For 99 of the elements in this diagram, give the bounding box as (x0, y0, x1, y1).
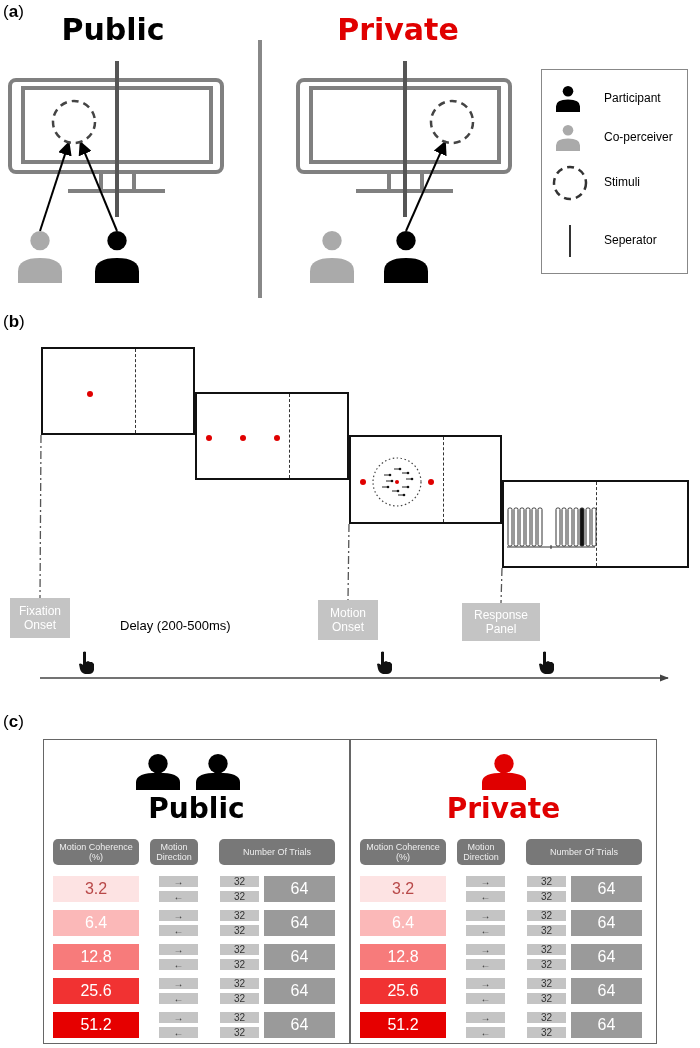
trial-count-cell: 32 (220, 993, 259, 1004)
coherence-cell: 51.2 (360, 1012, 446, 1038)
coherence-cell: 25.6 (360, 978, 446, 1004)
person-figure (310, 231, 354, 283)
direction-cell: ← (159, 1027, 198, 1038)
coherence-cell: 12.8 (360, 944, 446, 970)
direction-cell: ← (466, 993, 505, 1004)
trial-count-cell: 32 (220, 1012, 259, 1023)
panel-heading: Public (147, 792, 246, 825)
trial-count-cell: 32 (220, 944, 259, 955)
direction-cell: ← (159, 993, 198, 1004)
column-header: Motion Direction (457, 839, 505, 865)
total-trials-cell: 64 (264, 944, 335, 970)
delay-text: Delay (200-500ms) (120, 618, 231, 634)
legend-text: Co-perceiver (604, 130, 673, 144)
coherence-cell: 6.4 (53, 910, 139, 936)
direction-cell: → (466, 910, 505, 921)
dashed-circle (51, 99, 97, 145)
event-label: Motion Onset (318, 600, 378, 640)
person-figure (384, 231, 428, 283)
dashed-circle (429, 99, 475, 145)
condition-title: Public (60, 12, 166, 47)
trial-count-cell: 32 (220, 1027, 259, 1038)
coherence-cell: 3.2 (53, 876, 139, 902)
screen-frame (349, 435, 502, 524)
person-figure (18, 231, 62, 283)
total-trials-cell: 64 (571, 944, 642, 970)
leader-line (347, 523, 350, 601)
legend-text: Stimuli (604, 175, 640, 189)
panel-label: (b) (3, 312, 25, 332)
total-trials-cell: 64 (571, 910, 642, 936)
coherence-cell: 25.6 (53, 978, 139, 1004)
condition-title: Private (336, 12, 460, 47)
direction-cell: → (466, 1012, 505, 1023)
trial-count-cell: 32 (527, 910, 566, 921)
leader-line (39, 434, 42, 599)
coherence-cell: 3.2 (360, 876, 446, 902)
panel-label: (a) (3, 2, 24, 22)
trial-count-cell: 32 (527, 959, 566, 970)
trial-count-cell: 32 (527, 876, 566, 887)
arrow (39, 141, 72, 232)
column-header: Number Of Trials (526, 839, 642, 865)
direction-cell: → (159, 978, 198, 989)
direction-cell: → (159, 1012, 198, 1023)
direction-cell: → (159, 910, 198, 921)
screen-frame (502, 480, 689, 568)
coherence-cell: 12.8 (53, 944, 139, 970)
total-trials-cell: 64 (571, 978, 642, 1004)
trial-count-cell: 32 (220, 959, 259, 970)
trial-count-cell: 32 (527, 993, 566, 1004)
legend-text: Seperator (604, 233, 657, 247)
total-trials-cell: 64 (264, 1012, 335, 1038)
direction-cell: ← (466, 959, 505, 970)
trial-count-cell: 32 (527, 1012, 566, 1023)
panel-heading: Private (445, 792, 562, 825)
column-header: Motion Coherence (%) (360, 839, 446, 865)
direction-cell: → (159, 944, 198, 955)
arrow (78, 140, 118, 232)
column-header: Motion Coherence (%) (53, 839, 139, 865)
total-trials-cell: 64 (571, 876, 642, 902)
trial-count-cell: 32 (527, 1027, 566, 1038)
total-trials-cell: 64 (264, 876, 335, 902)
arrow (405, 140, 447, 232)
total-trials-cell: 64 (264, 978, 335, 1004)
condition-panel (350, 739, 657, 1044)
direction-cell: ← (466, 891, 505, 902)
screen-frame (41, 347, 195, 435)
event-label: Fixation Onset (10, 598, 70, 638)
trial-count-cell: 32 (220, 891, 259, 902)
trial-count-cell: 32 (220, 876, 259, 887)
direction-cell: ← (159, 959, 198, 970)
direction-cell: ← (466, 1027, 505, 1038)
direction-cell: → (466, 876, 505, 887)
person-figure (95, 231, 139, 283)
direction-cell: ← (159, 891, 198, 902)
column-header: Motion Direction (150, 839, 198, 865)
direction-cell: ← (159, 925, 198, 936)
direction-cell: → (466, 944, 505, 955)
screen-frame (195, 392, 349, 480)
coherence-cell: 6.4 (360, 910, 446, 936)
trial-count-cell: 32 (220, 910, 259, 921)
trial-count-cell: 32 (220, 978, 259, 989)
legend-text: Participant (604, 91, 661, 105)
leader-line (500, 567, 503, 604)
trial-count-cell: 32 (220, 925, 259, 936)
trial-count-cell: 32 (527, 925, 566, 936)
panel-label: (c) (3, 712, 24, 732)
coherence-cell: 51.2 (53, 1012, 139, 1038)
condition-panel (43, 739, 350, 1044)
event-label: Response Panel (462, 603, 540, 641)
trial-count-cell: 32 (527, 978, 566, 989)
direction-cell: ← (466, 925, 505, 936)
direction-cell: → (466, 978, 505, 989)
column-header: Number Of Trials (219, 839, 335, 865)
total-trials-cell: 64 (264, 910, 335, 936)
trial-count-cell: 32 (527, 891, 566, 902)
trial-count-cell: 32 (527, 944, 566, 955)
direction-cell: → (159, 876, 198, 887)
total-trials-cell: 64 (571, 1012, 642, 1038)
